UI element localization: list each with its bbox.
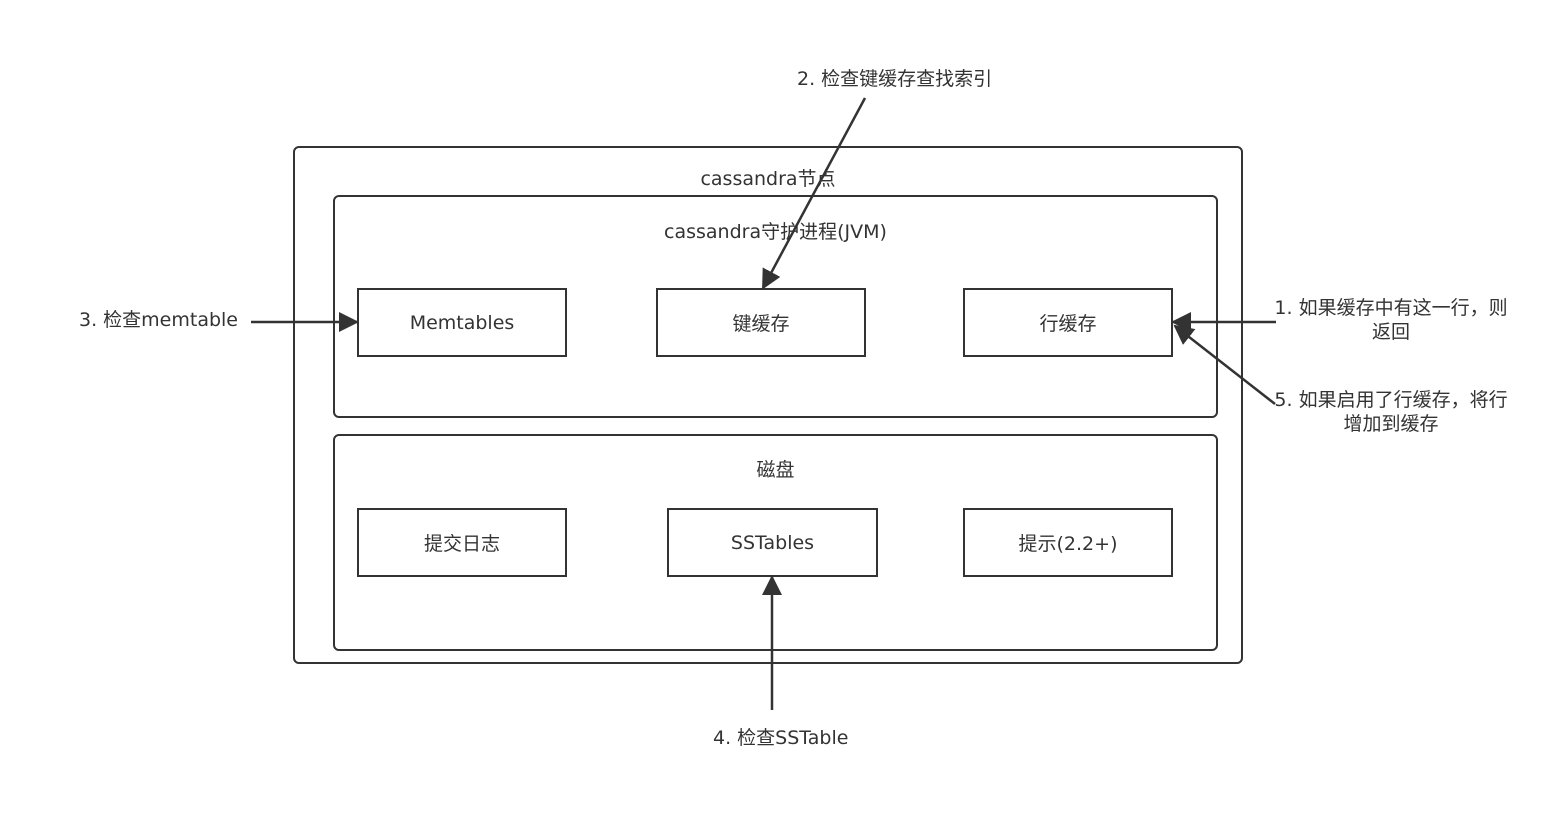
hints-box: 提示(2.2+): [963, 508, 1173, 577]
step1-label: 1. 如果缓存中有这一行，则返回: [1274, 297, 1508, 343]
memtables-box: Memtables: [357, 288, 567, 357]
disk-title: 磁盘: [756, 459, 795, 481]
commit-log-box: 提交日志: [357, 508, 567, 577]
row-cache-box: 行缓存: [963, 288, 1173, 357]
daemon-title: cassandra守护进程(JVM): [664, 221, 887, 243]
sstables-box: SSTables: [667, 508, 878, 577]
step2-label: 2. 检查键缓存查找索引: [797, 68, 993, 90]
step4-label: 4. 检查SSTable: [713, 727, 849, 749]
step5-label: 5. 如果启用了行缓存，将行增加到缓存: [1274, 389, 1508, 435]
step3-label: 3. 检查memtable: [79, 309, 238, 331]
key-cache-box: 键缓存: [656, 288, 866, 357]
cassandra-node-title: cassandra节点: [700, 168, 836, 190]
